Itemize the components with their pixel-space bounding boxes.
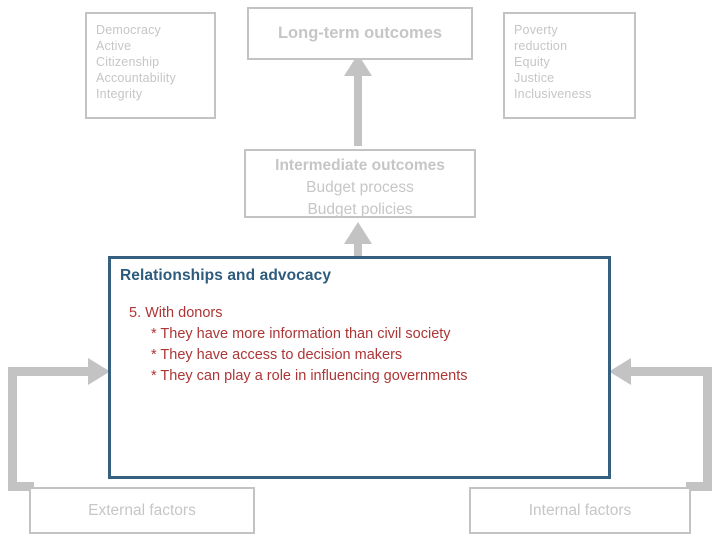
list-item: * They have access to decision makers bbox=[151, 347, 403, 363]
list-item-number: 5. bbox=[129, 305, 142, 321]
intermediate-outcomes-title: Intermediate outcomes bbox=[275, 157, 445, 174]
arrow-external-to-main bbox=[8, 358, 110, 491]
list-item: 5. With donors bbox=[129, 303, 468, 324]
values-line: Democracy bbox=[96, 23, 162, 37]
values-line: Citizenship bbox=[96, 55, 160, 69]
impacts-line: Justice bbox=[514, 71, 555, 85]
external-factors-label: External factors bbox=[88, 501, 196, 519]
intermediate-outcomes-box: Intermediate outcomes Budget process Bud… bbox=[244, 149, 476, 218]
relationships-and-advocacy-title: Relationships and advocacy bbox=[120, 267, 332, 284]
impacts-line: Poverty bbox=[514, 23, 558, 37]
external-factors-box: External factors bbox=[29, 487, 255, 534]
list-item: * They can play a role in influencing go… bbox=[151, 368, 468, 384]
values-box: Democracy Active Citizenship Accountabil… bbox=[85, 12, 216, 119]
impacts-line: Inclusiveness bbox=[514, 87, 592, 101]
impacts-line: Equity bbox=[514, 55, 550, 69]
impacts-box: Poverty reduction Equity Justice Inclusi… bbox=[503, 12, 636, 119]
long-term-outcomes-title: Long-term outcomes bbox=[277, 24, 443, 42]
long-term-outcomes-box: Long-term outcomes bbox=[247, 7, 473, 60]
arrow-intermediate-to-longterm bbox=[344, 54, 372, 146]
list-item-label: With donors bbox=[145, 305, 223, 321]
values-line: Accountability bbox=[96, 71, 176, 85]
intermediate-outcomes-sub: Budget policies bbox=[307, 201, 413, 218]
internal-factors-box: Internal factors bbox=[469, 487, 691, 534]
donors-list: 5. With donors * They have more informat… bbox=[129, 303, 468, 387]
internal-factors-label: Internal factors bbox=[528, 501, 632, 519]
list-item: * They have more information than civil … bbox=[151, 326, 451, 342]
values-line: Active bbox=[96, 39, 132, 53]
values-line: Integrity bbox=[96, 87, 143, 101]
arrow-main-to-intermediate bbox=[344, 222, 372, 258]
intermediate-outcomes-sub: Budget process bbox=[306, 179, 414, 196]
impacts-line: reduction bbox=[514, 39, 568, 53]
relationships-and-advocacy-box: Relationships and advocacy 5. With donor… bbox=[108, 256, 611, 479]
arrow-internal-to-main bbox=[609, 358, 712, 491]
